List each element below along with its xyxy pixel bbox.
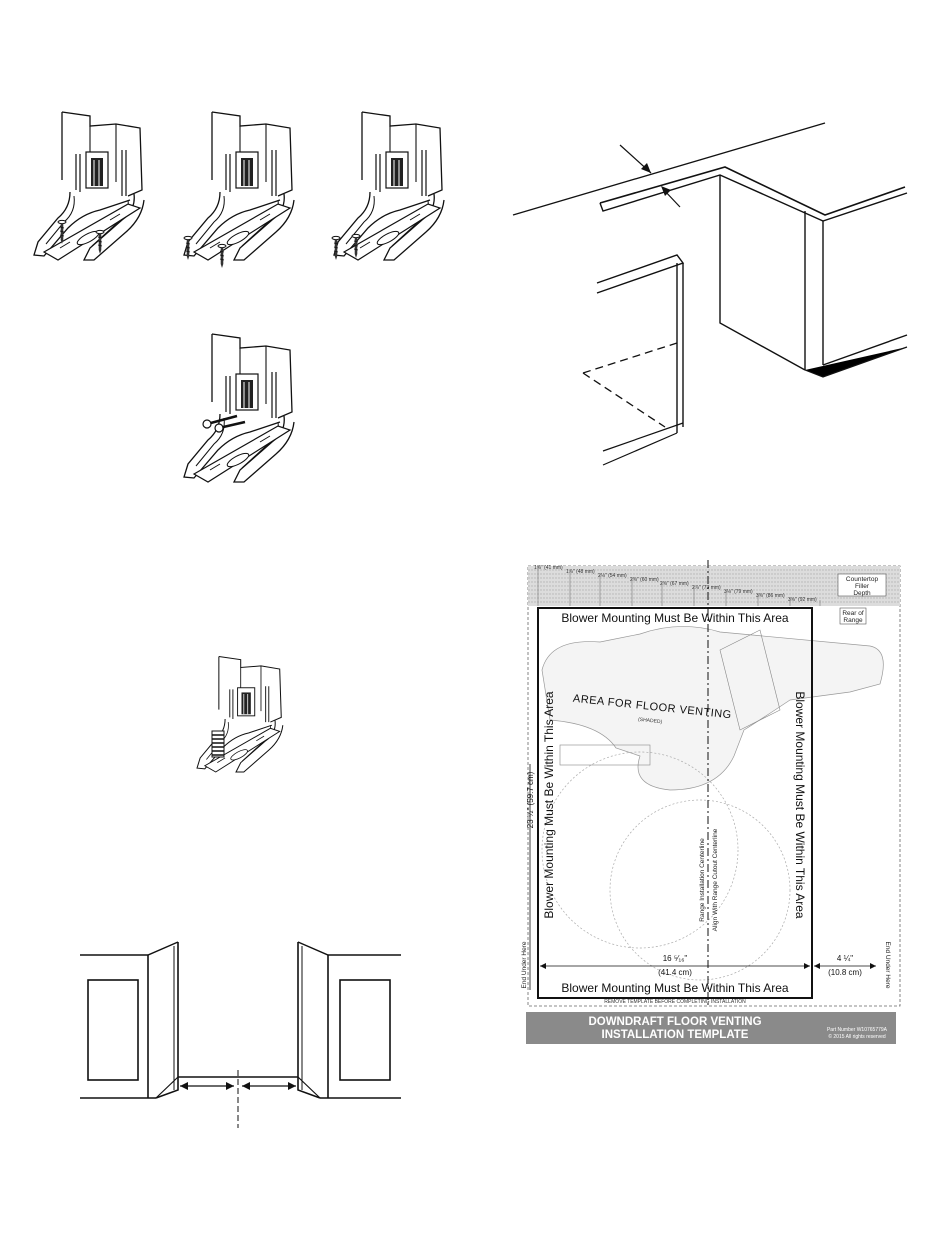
screw-icon <box>202 414 246 433</box>
blower-area-top-label: Blower Mounting Must Be Within This Area <box>561 611 789 625</box>
bracket-figure-row <box>30 110 470 285</box>
countertop-label: Filler <box>855 583 870 590</box>
anchor-icon <box>211 730 225 758</box>
ruler-label: 1⅝" (41 mm) <box>534 565 563 571</box>
blower-mounting-area <box>537 607 813 999</box>
range-centerline-label: Range Installation Centerline <box>699 838 706 922</box>
floor-venting-sublabel: (SHADED) <box>638 717 663 726</box>
blower-area-bottom-label: Blower Mounting Must Be Within This Area <box>561 981 789 995</box>
floor-venting-area <box>541 626 884 791</box>
ruler-label: 2⅛" (54 mm) <box>598 573 627 579</box>
remove-template-notice: REMOVE TEMPLATE BEFORE COMPLETING INSTAL… <box>604 999 746 1005</box>
ruler-label: 2⅝" (67 mm) <box>660 581 689 587</box>
blower-area-left-label: Blower Mounting Must Be Within This Area <box>542 691 556 919</box>
rear-of-range-label: Rear of <box>842 610 864 617</box>
blower-area-right-label: Blower Mounting Must Be Within This Area <box>793 691 807 919</box>
width-dimension-value: 16 ⁵⁄₁₆" <box>663 954 688 963</box>
bracket-drawing-2 <box>183 111 295 269</box>
ruler-label: 2⅜" (60 mm) <box>630 577 659 583</box>
copyright: © 2015 All rights reserved <box>828 1033 886 1040</box>
width-dimension <box>540 963 810 969</box>
side-dimension <box>814 963 876 969</box>
side-dimension-value: 4 ¼" <box>837 954 853 963</box>
cutout-centerline-label: Align With Range Cutout Centerline <box>712 828 719 931</box>
ruler-label: 3⅜" (86 mm) <box>756 593 785 599</box>
bracket-drawing-1 <box>33 111 145 261</box>
bracket-figure-angled-screws <box>175 332 325 492</box>
ruler-label: 3⅛" (79 mm) <box>724 589 753 595</box>
right-cabinet <box>297 941 401 1099</box>
ruler-label: 2⅞" (73 mm) <box>692 585 721 591</box>
banner-title-line1: DOWNDRAFT FLOOR VENTING <box>588 1016 761 1028</box>
width-dimension-cm: (41.4 cm) <box>658 968 692 977</box>
bracket-figure-anchor <box>190 655 300 780</box>
side-dimension-cm: (10.8 cm) <box>828 968 862 977</box>
pointer-arrows <box>619 144 681 208</box>
banner-title-line2: INSTALLATION TEMPLATE <box>602 1029 749 1041</box>
right-edge-label: End Under Here <box>884 942 891 989</box>
height-dimension: 23 ½" (59.7 cm) <box>526 771 535 828</box>
ruler-label: 1⅞" (48 mm) <box>566 569 595 575</box>
part-number: Part Number W10765779A <box>827 1027 888 1033</box>
rear-of-range-label: Range <box>843 617 863 624</box>
ruler-label: 3⅝" (92 mm) <box>788 597 817 603</box>
left-edge-label: End Under Here <box>521 941 528 988</box>
countertop-label: Countertop <box>846 576 879 583</box>
left-cabinet <box>80 941 179 1099</box>
template-banner <box>526 1012 896 1044</box>
cabinet-opening-figure <box>78 940 403 1130</box>
countertop-label: Depth <box>853 590 871 597</box>
width-dimension-arrows <box>180 1082 296 1090</box>
floor-venting-template: 1⅝" (41 mm) 1⅞" (48 mm) 2⅛" (54 mm) 2⅜" … <box>520 560 910 1050</box>
depth-ruler: 1⅝" (41 mm) 1⅞" (48 mm) 2⅛" (54 mm) 2⅜" … <box>528 565 900 606</box>
bracket-drawing-3 <box>331 111 445 261</box>
dashed-range-outline <box>582 342 678 428</box>
countertop-figure <box>505 115 925 475</box>
